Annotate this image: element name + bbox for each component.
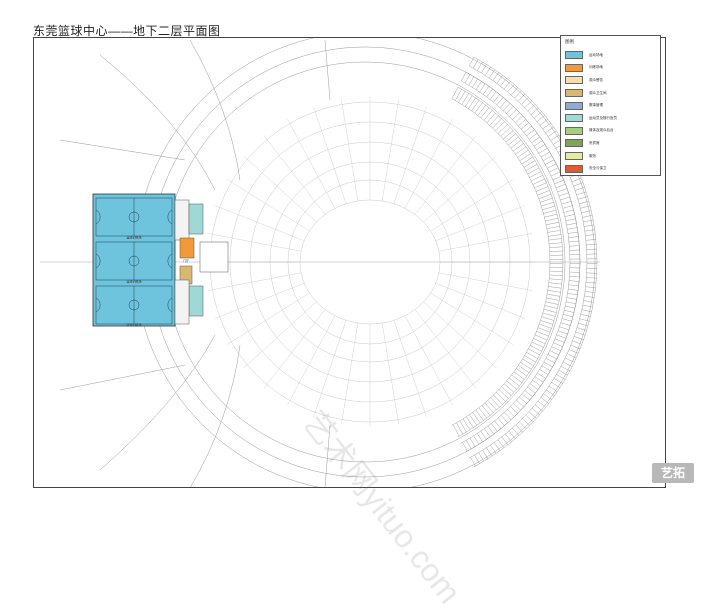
training-room — [180, 238, 194, 258]
legend-item: 安全与保卫 — [565, 162, 656, 175]
athlete-rooms-south — [189, 286, 203, 316]
athlete-rooms-north — [189, 204, 203, 234]
legend-swatch — [565, 64, 583, 72]
legend-swatch — [565, 127, 583, 135]
legend-swatch — [565, 114, 583, 122]
legend: 图例 运动场地 训练场地 观众餐饮 观众卫生间 赛事管理 运动员及随行官员 媒体… — [560, 35, 661, 176]
legend-item: 媒体及观众后台 — [565, 125, 656, 138]
legend-title: 图例 — [565, 39, 656, 45]
legend-item: 训练场地 — [565, 62, 656, 75]
court-label-3: 篮球训练场 — [126, 322, 141, 327]
legend-item: 服务 — [565, 150, 656, 163]
court-label-2: 篮球训练场 — [126, 279, 141, 284]
legend-item: 观众卫生间 — [565, 87, 656, 100]
legend-swatch — [565, 76, 583, 84]
training-block: 篮球训练场 篮球训练场 篮球训练场 门厅 — [93, 194, 228, 327]
legend-item: 观众餐饮 — [565, 74, 656, 87]
legend-item: 贵宾席 — [565, 137, 656, 150]
lobby-label: 门厅 — [183, 258, 189, 263]
legend-swatch — [565, 51, 583, 59]
legend-item: 赛事管理 — [565, 99, 656, 112]
legend-swatch — [565, 89, 583, 97]
legend-item: 运动场地 — [565, 49, 656, 62]
logo: 艺拓 — [652, 463, 694, 483]
lobby — [200, 242, 228, 272]
court-label-1: 篮球训练场 — [126, 235, 141, 240]
legend-swatch — [565, 102, 583, 110]
legend-item: 运动员及随行官员 — [565, 112, 656, 125]
legend-swatch — [565, 152, 583, 160]
legend-swatch — [565, 139, 583, 147]
legend-swatch — [565, 165, 583, 173]
